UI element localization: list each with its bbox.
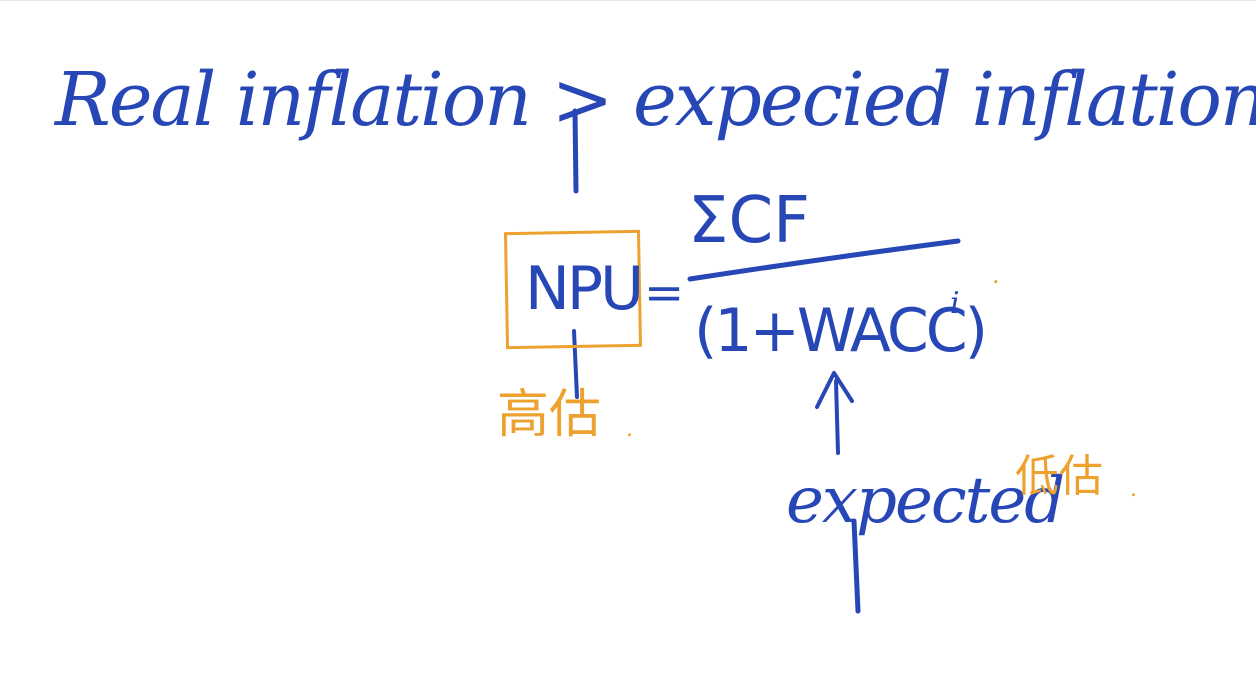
formula-exponent: i <box>950 286 960 321</box>
formula-denominator: (1+WACC) <box>694 296 988 366</box>
formula-numerator: ΣCF <box>688 184 810 258</box>
high-estimate-note: 高估 <box>497 385 602 445</box>
high-estimate-dot: . <box>626 417 633 442</box>
npu-down-arrow <box>572 329 579 399</box>
formula-equals: = <box>644 265 685 321</box>
expected-descender-stroke <box>851 518 861 614</box>
expecied-descender-stroke <box>572 108 579 194</box>
headline-text: Real inflation > expecied inflation <box>55 57 1256 143</box>
formula-lhs: NPU <box>525 254 644 324</box>
formula-trailing-dot: . <box>992 261 1000 289</box>
low-estimate-note: 低估 <box>1015 451 1103 502</box>
fraction-bar <box>687 238 961 282</box>
expected-label: expected <box>786 464 1065 538</box>
low-estimate-dot: . <box>1130 477 1137 502</box>
wacc-up-arrow-shaft <box>834 379 840 455</box>
wacc-up-arrow-head <box>815 371 854 409</box>
